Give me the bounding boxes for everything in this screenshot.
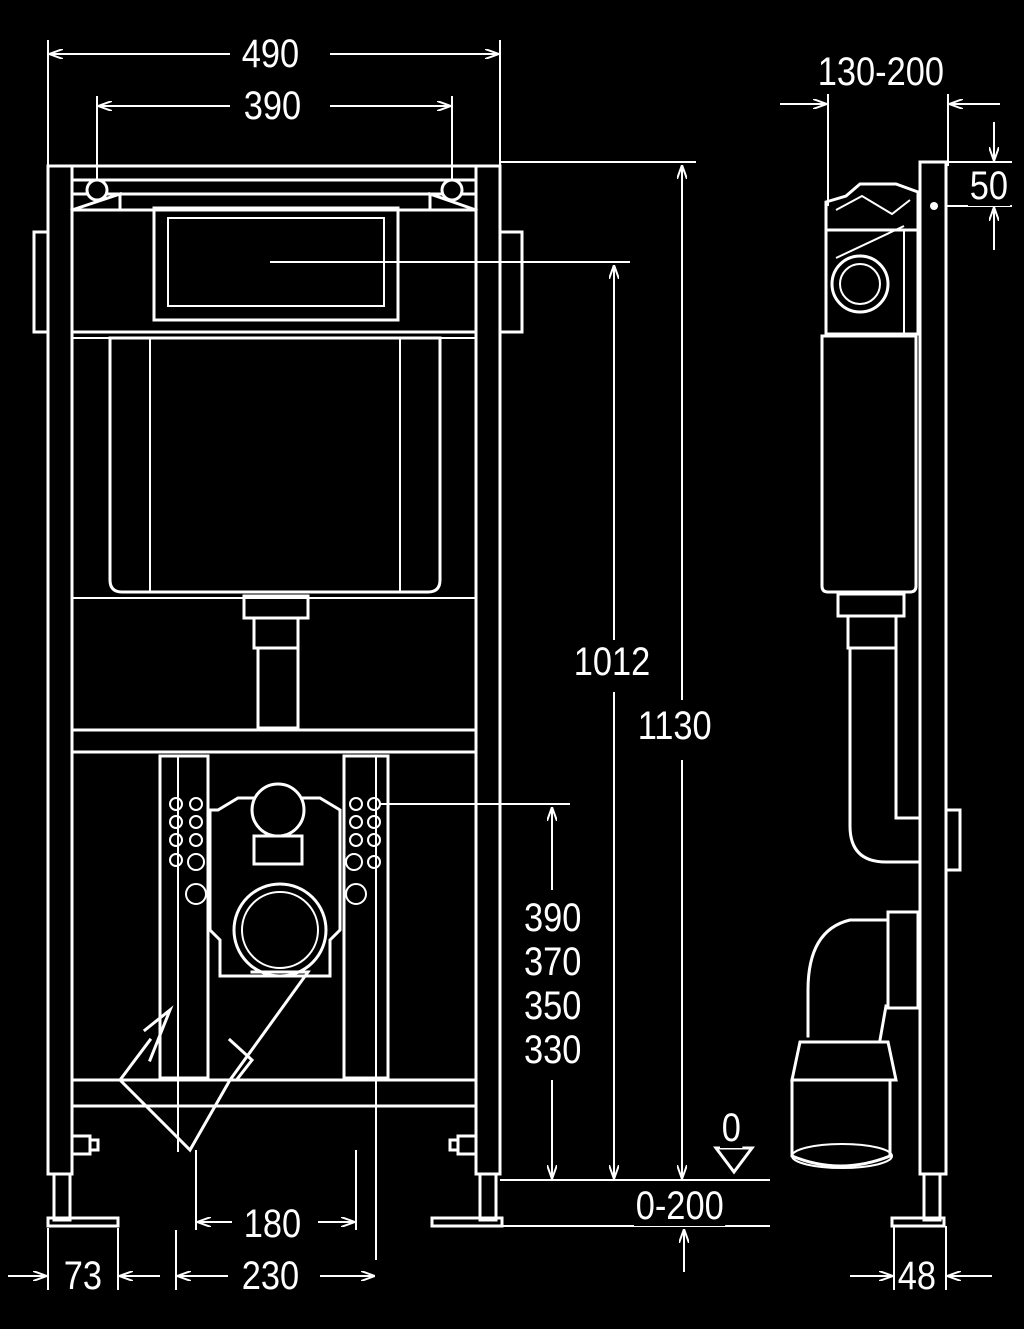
outlet-height: 370 — [524, 940, 582, 984]
side-flush-pipe — [848, 646, 920, 864]
side-frame-post — [918, 160, 948, 1176]
waste-outlet — [232, 882, 328, 978]
dim-label-230: 230 — [240, 1254, 301, 1298]
front-dimensions — [8, 40, 770, 1290]
dim-label-390-top: 390 — [242, 84, 303, 128]
dim-label-48: 48 — [896, 1254, 938, 1298]
left-foot — [46, 1216, 120, 1228]
left-bracket — [32, 230, 50, 334]
right-foot — [430, 1216, 504, 1228]
flush-plate-opening — [152, 206, 400, 322]
side-dimensions — [780, 94, 1012, 1290]
top-rail — [70, 178, 478, 196]
side-view — [790, 160, 962, 1228]
bottom-crossbar — [70, 1078, 478, 1108]
supply-connector — [250, 782, 306, 838]
dim-label-1130: 1130 — [636, 704, 714, 748]
dim-label-50: 50 — [968, 164, 1010, 208]
cistern-top — [70, 208, 478, 334]
dim-label-130-200: 130-200 — [816, 50, 946, 94]
outlet-height-list: 390 370 350 330 — [524, 896, 581, 1072]
waste-elbow — [118, 970, 311, 1153]
side-cistern — [820, 334, 918, 594]
right-frame-post — [474, 164, 502, 1176]
outlet-height: 350 — [524, 984, 582, 1028]
dim-label-490: 490 — [240, 32, 301, 76]
dim-label-1012: 1012 — [572, 640, 652, 684]
outlet-height: 330 — [524, 1028, 582, 1072]
dim-label-73: 73 — [62, 1254, 104, 1298]
flush-pipe — [256, 646, 300, 730]
mount-hole-left — [85, 178, 109, 202]
left-frame-post — [46, 164, 74, 1176]
mount-hole-right — [440, 178, 464, 202]
right-bracket — [498, 230, 524, 334]
stud-holes-left — [169, 797, 207, 905]
middle-crossbar — [70, 728, 478, 754]
foot-adjust-label: 0-200 — [634, 1184, 726, 1228]
floor-level-label: 0 — [720, 1106, 743, 1150]
waste-bracket — [208, 796, 342, 978]
stud-holes-right — [345, 797, 381, 905]
floor-level-symbol — [713, 1146, 755, 1175]
side-waste-elbow — [806, 918, 888, 1038]
cistern-body — [108, 336, 442, 594]
dim-label-180: 180 — [242, 1202, 303, 1246]
outlet-height: 390 — [524, 896, 582, 940]
front-view — [32, 164, 524, 1260]
